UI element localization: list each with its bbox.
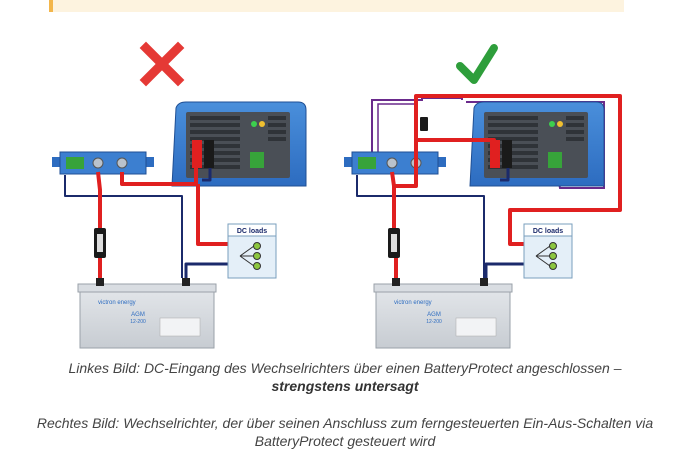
battery-type-right: AGM: [427, 312, 441, 318]
fuse-right: [388, 228, 400, 258]
battery-capacity-right: 12-200: [426, 319, 442, 325]
caption-left-text: Linkes Bild: DC-Eingang des Wechselricht…: [68, 360, 622, 376]
battery-protect-right: [344, 151, 446, 175]
wires-right: [356, 94, 622, 278]
top-banner: [49, 0, 624, 12]
battery-brand-right: victron energy: [394, 300, 432, 306]
battery-brand-left: victron energy: [98, 300, 136, 306]
battery-type-left: AGM: [131, 312, 145, 318]
caption-right-text: Rechtes Bild: Wechselrichter, der über s…: [36, 415, 654, 431]
caption-right: Rechtes Bild: Wechselrichter, der über s…: [0, 414, 690, 450]
wiring-diagrams: victron energy AGM 12-200 DC loads: [52, 41, 622, 349]
dc-loads-label-right: DC loads: [533, 228, 563, 235]
battery-protect-left: [52, 151, 154, 175]
caption-right-text-2: BatteryProtect gesteuert wird: [254, 433, 436, 449]
inverter-left: [171, 101, 307, 187]
wires-left: [64, 168, 228, 278]
battery-left: victron energy AGM 12-200: [77, 278, 217, 349]
left-diagram: victron energy AGM 12-200 DC loads: [52, 41, 307, 349]
caption-left-emphasis: strengstens untersagt: [271, 378, 419, 394]
wrong-x-icon: [139, 41, 185, 87]
dc-loads-left: DC loads: [227, 223, 277, 279]
dc-loads-right: DC loads: [523, 223, 573, 279]
inverter-right: [469, 101, 605, 187]
battery-capacity-left: 12-200: [130, 319, 146, 325]
fuse-left: [94, 228, 106, 258]
battery-right: victron energy AGM 12-200: [373, 278, 513, 349]
dc-loads-label-left: DC loads: [237, 228, 267, 235]
right-diagram: victron energy AGM 12-200: [344, 44, 622, 349]
correct-check-icon: [456, 44, 498, 84]
caption-left: Linkes Bild: DC-Eingang des Wechselricht…: [0, 359, 690, 395]
